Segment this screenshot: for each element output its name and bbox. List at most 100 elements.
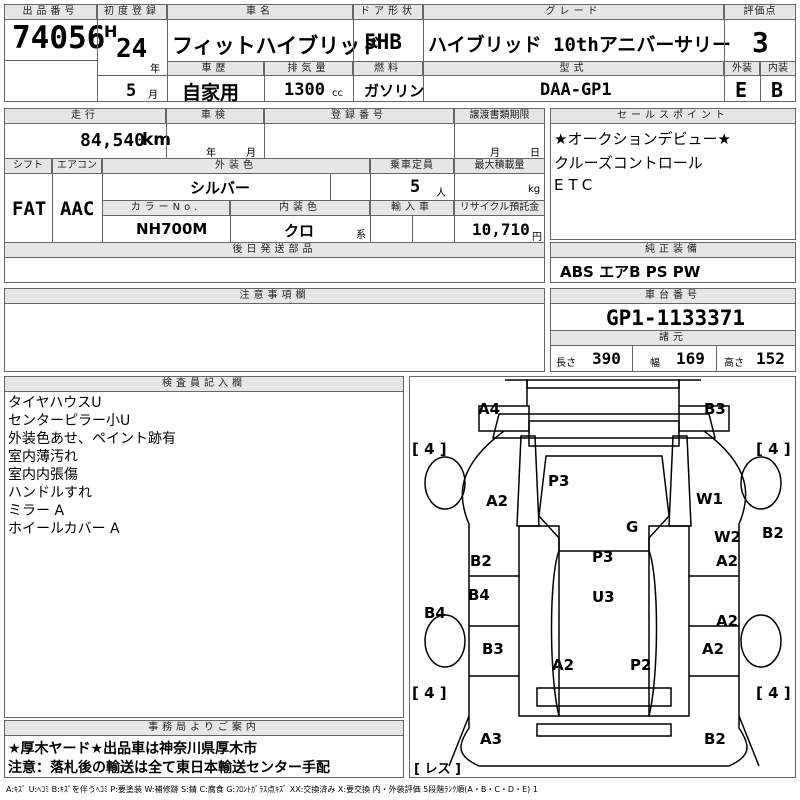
era: H [104,22,118,41]
inspector-line: ホイールカバー A [8,521,120,537]
mileage-label: 走行 [4,108,166,124]
height: 152 [756,349,785,368]
damage-mark: B4 [468,586,490,604]
tire-depth: [ 4 ] [756,684,791,702]
inspector-line: タイヤハウスU [8,395,102,411]
shift-label: シフト [4,158,52,174]
seats-unit: 人 [436,188,446,199]
transfer-day-unit: 日 [530,148,540,159]
damage-mark: W1 [696,490,723,508]
model-label: 型式 [423,61,724,76]
ac: AAC [60,198,95,220]
damage-mark: B3 [482,640,504,658]
damage-mark: A2 [702,640,725,658]
damage-mark: A2 [716,552,739,570]
inspector-line: ミラー A [8,503,65,519]
month-unit: 月 [148,90,158,101]
history: 自家用 [182,82,240,104]
ac-label: エアコン [52,158,102,174]
length-label: 長さ [556,358,576,369]
damage-mark: A2 [486,492,509,510]
damage-mark: B2 [470,552,492,570]
recycle-unit: 円 [532,232,542,243]
damage-mark: P3 [548,472,570,490]
history-label: 車歴 [167,61,264,76]
sales-point-line: ★オークションデビュー★ [554,130,731,148]
legend: A:ｷｽﾞ U:ﾍｺﾐ B:ｷｽﾞを伴うﾍｺﾐ P:要塗装 W:補修跡 S:錆 … [6,785,538,794]
color-number: NH700M [136,220,208,238]
load-label: 最大積載量 [454,158,545,174]
displacement: 1300 [284,80,325,100]
door-type: 5HB [364,30,402,54]
damage-mark: B2 [762,524,784,542]
office-line: ★厚木ヤード★出品車は神奈川県厚木市 [8,741,258,757]
inspector-line: 外装色あせ、ペイント跡有 [8,431,176,447]
length: 390 [592,349,621,368]
inspector-line: 室内薄汚れ [8,449,78,465]
damage-mark: P2 [630,656,652,674]
sales-point-line: ETC [554,176,598,194]
interior-color: クロ [284,222,315,240]
mileage-unit: km [142,130,172,150]
color-label: 外装色 [102,158,370,174]
spare-tire: [ レス ] [414,762,461,777]
exterior-grade: E [735,78,748,102]
chassis-label: 車台番号 [550,288,796,304]
transfer-label: 譲渡書類期限 [454,108,545,124]
inspector-line: 室内内張傷 [8,467,78,483]
damage-mark: A4 [478,400,501,418]
first-reg-label: 初度登録 [97,4,167,20]
seats: 5 [410,177,421,197]
lot-number: 74056 [12,20,106,56]
grade: ハイブリッド 10thアニバーサリー [428,34,732,56]
reg-year: 24 [116,34,148,64]
car-name: フィットハイブリッド [172,34,382,58]
office-line: 注意：落札後の輸送は全て東日本輸送センター手配 [8,760,330,776]
sales-points-label: セールスポイント [550,108,796,124]
lot-label: 出品番号 [4,4,97,20]
damage-mark: A2 [552,656,575,674]
office-label: 事務局よりご案内 [4,720,404,736]
load-unit: kg [528,184,541,195]
year-unit: 年 [150,64,160,75]
width: 169 [676,349,705,368]
recycle-label: リサイクル預託金 [454,200,545,216]
damage-mark: W2 [714,528,741,546]
inspection-month-unit: 月 [246,148,256,159]
damage-mark: P3 [592,548,614,566]
inspection-label: 車検 [166,108,264,124]
score: 3 [752,26,769,59]
car-diagram [424,379,782,767]
sales-point-line: クルーズコントロール [554,154,703,172]
tire-depth: [ 4 ] [412,684,447,702]
mileage: 84,540 [80,130,146,151]
score-label: 評価点 [724,4,796,20]
inspection-year-unit: 年 [206,148,216,159]
width-label: 幅 [650,358,660,369]
fuel-label: 燃料 [353,61,423,76]
inspector-line: ハンドルすれ [8,485,92,501]
interior-grade: B [771,78,784,102]
exterior-label: 外装 [724,61,760,76]
inspector-lines: タイヤハウスU センターピラー小U 外装色あせ、ペイント跡有 室内薄汚れ 室内内… [8,394,176,538]
interior-color-unit: 系 [356,230,366,241]
damage-mark: B3 [704,400,726,418]
equipment: ABS エアB PS PW [560,263,701,281]
car-name-label: 車名 [167,4,353,20]
damage-mark: U3 [592,588,615,606]
registration-label: 登録番号 [264,108,454,124]
model: DAA-GP1 [540,80,612,100]
height-label: 高さ [724,358,744,369]
chassis-number: GP1-1133371 [606,306,746,330]
car-diagram-box [409,376,796,778]
equipment-label: 純正装備 [550,242,796,258]
damage-mark: G [626,518,639,536]
later-parts-label: 後日発送部品 [4,242,545,258]
reg-month: 5 [126,81,137,101]
door-label: ドア形状 [353,4,423,20]
interior-color-label: 内装色 [230,200,370,216]
seats-label: 乗車定員 [370,158,454,174]
displacement-label: 排気量 [264,61,353,76]
damage-mark: B2 [704,730,726,748]
import-label: 輸入車 [370,200,454,216]
